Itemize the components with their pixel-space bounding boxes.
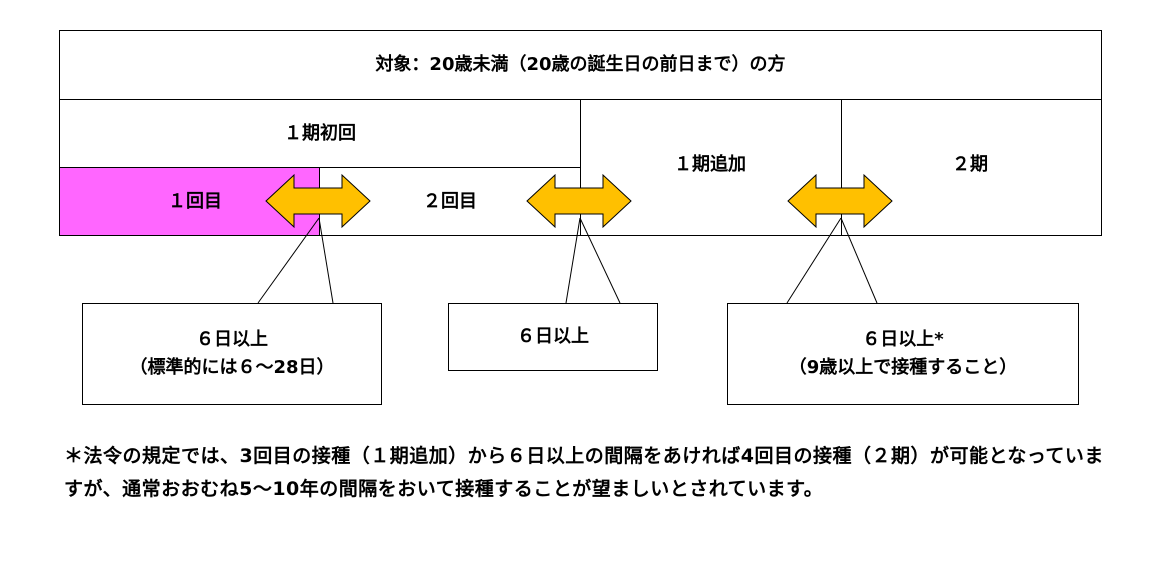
interval-callout-3-line2: （9歳以上で接種すること） (788, 357, 1018, 378)
double-headed-arrow-icon (265, 173, 371, 229)
double-headed-arrow-icon (787, 173, 893, 229)
interval-callout-1-line2: （標準的には６～28日） (129, 357, 335, 378)
footnote-text: ＊法令の規定では、3回目の接種（１期追加）から６日以上の間隔をあければ4回目の接… (64, 445, 1104, 500)
interval-callout-3-line1: ６日以上* (862, 329, 944, 351)
phase1-booster-label: １期追加 (674, 154, 746, 176)
dose2-label: ２回目 (423, 191, 477, 213)
interval-callout-1: ６日以上 （標準的には６～28日） (82, 303, 382, 405)
interval-callout-2-text: ６日以上 (517, 326, 589, 348)
double-headed-arrow-icon (526, 173, 632, 229)
interval-callout-2: ６日以上 (448, 303, 658, 371)
phase1-initial-label: １期初回 (284, 122, 356, 144)
callout3-pointer (786, 217, 878, 304)
interval-callout-1-line1: ６日以上 (196, 329, 268, 351)
dose1-label: １回目 (168, 191, 222, 213)
phase2-label: ２期 (952, 154, 988, 176)
callout2-pointer (565, 217, 621, 304)
target-header: 対象：20歳未満（20歳の誕生日の前日まで）の方 (375, 54, 786, 76)
interval-callout-3: ６日以上* （9歳以上で接種すること） (727, 303, 1079, 405)
callout1-pointer (257, 217, 334, 304)
